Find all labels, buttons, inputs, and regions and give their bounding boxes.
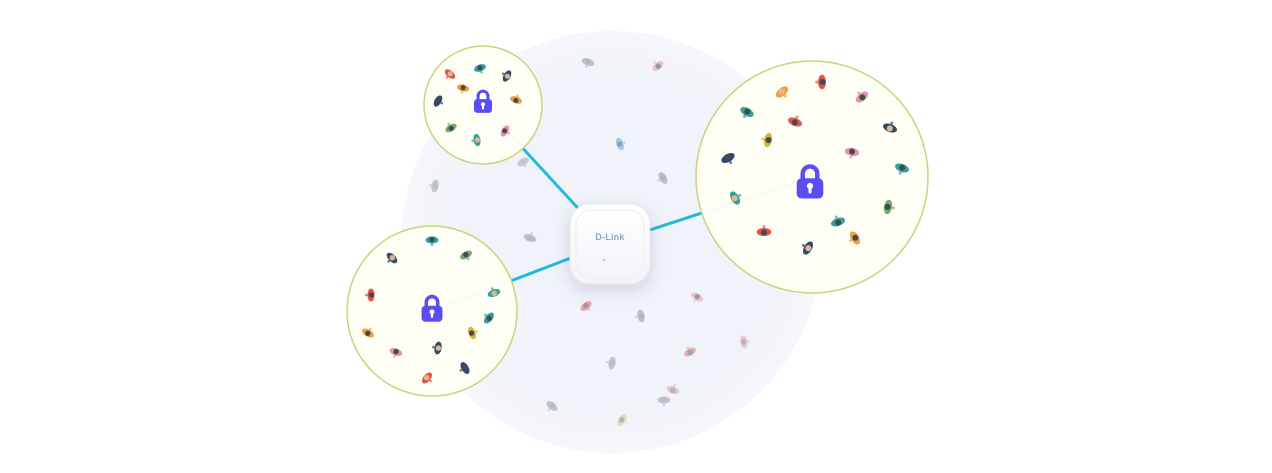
person-icon bbox=[501, 70, 512, 82]
person-icon bbox=[848, 231, 861, 245]
person-icon bbox=[634, 309, 645, 323]
person-icon bbox=[546, 400, 558, 412]
person-icon bbox=[517, 157, 529, 168]
person-icon bbox=[657, 172, 668, 184]
person-icon bbox=[445, 122, 457, 133]
person-icon bbox=[729, 191, 742, 205]
device-inner-ring bbox=[575, 209, 645, 279]
person-icon bbox=[617, 414, 628, 426]
device-led bbox=[602, 258, 606, 262]
access-point-device: D-Link bbox=[569, 203, 651, 285]
person-icon bbox=[456, 84, 470, 94]
lock-icon bbox=[421, 294, 443, 322]
person-icon bbox=[386, 252, 398, 264]
secured-group-top bbox=[423, 45, 543, 165]
person-icon bbox=[883, 121, 897, 133]
person-icon bbox=[815, 74, 827, 90]
person-icon bbox=[471, 133, 481, 147]
person-icon bbox=[421, 372, 433, 384]
person-icon bbox=[581, 57, 595, 68]
person-icon bbox=[433, 95, 444, 107]
person-icon bbox=[801, 241, 814, 255]
person-icon bbox=[364, 288, 375, 302]
secured-group-left bbox=[346, 225, 518, 397]
person-icon bbox=[428, 179, 439, 193]
person-icon bbox=[510, 94, 522, 104]
device-label: D-Link bbox=[595, 232, 625, 242]
person-icon bbox=[895, 163, 909, 175]
person-icon bbox=[362, 327, 374, 338]
person-icon bbox=[684, 346, 696, 357]
person-icon bbox=[444, 69, 456, 79]
person-icon bbox=[483, 312, 495, 324]
person-icon bbox=[666, 384, 680, 395]
person-icon bbox=[761, 132, 773, 148]
person-icon bbox=[883, 199, 895, 215]
person-icon bbox=[487, 287, 501, 298]
person-icon bbox=[740, 106, 754, 119]
person-icon bbox=[615, 137, 626, 151]
person-icon bbox=[459, 362, 470, 374]
person-icon bbox=[389, 347, 403, 358]
person-icon bbox=[580, 300, 592, 312]
lock-icon bbox=[796, 164, 824, 199]
person-icon bbox=[721, 152, 735, 165]
person-icon bbox=[691, 292, 703, 303]
device-body bbox=[569, 203, 651, 285]
person-icon bbox=[756, 225, 772, 237]
secured-group-right bbox=[695, 60, 929, 294]
person-icon bbox=[460, 250, 472, 261]
person-icon bbox=[652, 60, 664, 72]
person-icon bbox=[523, 232, 537, 243]
person-icon bbox=[844, 147, 860, 159]
person-icon bbox=[788, 115, 802, 127]
person-icon bbox=[467, 326, 478, 340]
person-icon bbox=[425, 236, 439, 247]
person-icon bbox=[431, 341, 442, 355]
person-icon bbox=[605, 356, 616, 370]
person-icon bbox=[855, 91, 869, 103]
person-icon bbox=[740, 335, 751, 349]
person-icon bbox=[474, 64, 486, 74]
lock-icon bbox=[473, 89, 493, 113]
secured-group-circle bbox=[695, 60, 929, 294]
person-icon bbox=[657, 396, 671, 407]
person-icon bbox=[500, 125, 511, 137]
person-icon bbox=[775, 86, 789, 98]
ambient-people bbox=[428, 57, 751, 426]
person-icon bbox=[831, 215, 845, 227]
